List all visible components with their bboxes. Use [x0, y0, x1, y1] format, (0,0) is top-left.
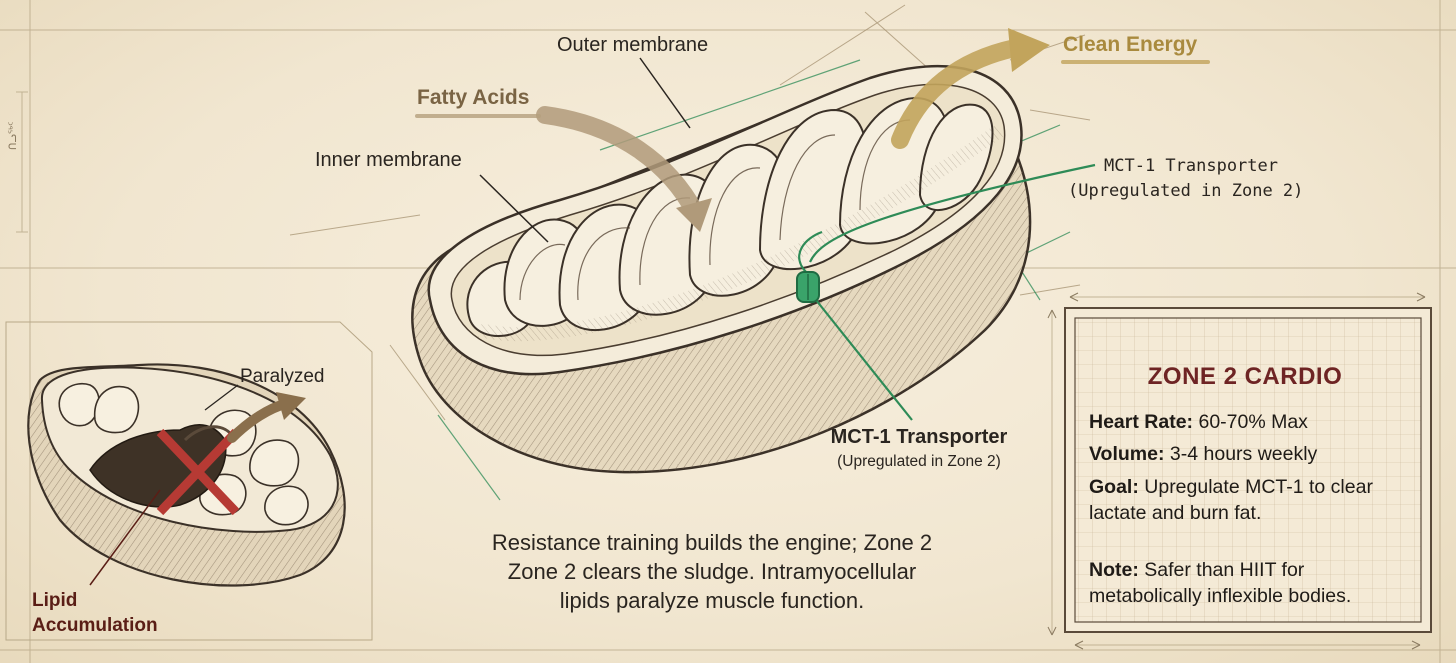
outer-membrane-label: Outer membrane [557, 34, 709, 56]
paralyzed-mitochondrion [5, 321, 373, 641]
mct1-callout-mono: MCT-1 Transporter (Upregulated in Zone 2… [1068, 154, 1303, 204]
clean-energy-label: Clean Energy [1063, 33, 1198, 56]
paralyzed-label: Paralyzed [240, 366, 325, 387]
clean-energy-arrowhead [1008, 28, 1050, 72]
caption-line3: lipids paralyze muscle function. [559, 588, 865, 613]
mct1-callout-line1: MCT-1 Transporter [1104, 156, 1278, 176]
label-underlines [415, 60, 1210, 118]
dimension-arrows [1047, 292, 1426, 650]
main-mitochondrion [411, 64, 1032, 474]
mct1-callout-main: MCT-1 Transporter (Upregulated in Zone 2… [804, 426, 1034, 471]
note-label: Note: [1089, 559, 1139, 581]
fatty-acids-arrowhead [676, 198, 712, 232]
lipid-accumulation-label: Lipid Accumulation [32, 588, 202, 638]
lipid-line2: Accumulation [32, 615, 158, 636]
clean-energy-arrow [891, 39, 1024, 149]
mct1-transporter [796, 163, 1096, 421]
volume-label: Volume: [1089, 443, 1165, 465]
zone-card-frame [1064, 307, 1432, 633]
note-line: Note: Safer than HIIT for metabolically … [1089, 557, 1419, 609]
heart-rate-line: Heart Rate: 60-70% Max [1089, 409, 1308, 435]
goal-value: Upregulate MCT-1 to clear lactate and bu… [1089, 476, 1373, 524]
red-cross-mark [156, 428, 240, 516]
volume-value: 3-4 hours weekly [1169, 443, 1318, 465]
zone2-cardio-card: ZONE 2 CARDIO Heart Rate: 60-70% Max Vol… [1072, 317, 1418, 622]
caption: Resistance training builds the engine; Z… [402, 528, 1022, 615]
caption-line1: Resistance training builds the engine; Z… [491, 530, 933, 555]
mct1-callout-line2: (Upregulated in Zone 2) [1068, 181, 1304, 201]
leader-lines [479, 57, 691, 243]
note-value: Safer than HIIT for metabolically inflex… [1089, 559, 1352, 607]
fatty-acids-label: Fatty Acids [417, 86, 530, 109]
volume-line: Volume: 3-4 hours weekly [1089, 441, 1317, 467]
construction-lines [289, 4, 1091, 421]
heart-rate-label: Heart Rate: [1089, 411, 1194, 433]
heart-rate-value: 60-70% Max [1198, 411, 1308, 433]
mct1-title: MCT-1 Transporter [830, 426, 1008, 448]
caption-line2: Zone 2 clears the sludge. Intramyocellul… [507, 559, 917, 584]
lipid-line1: Lipid [32, 590, 78, 611]
side-mark: ᑎᓗᖅᑦ [8, 121, 19, 150]
goal-label: Goal: [1089, 476, 1139, 498]
inner-membrane-label: Inner membrane [315, 149, 462, 171]
zone-card-title: ZONE 2 CARDIO [1147, 363, 1343, 390]
mct1-subtitle: (Upregulated in Zone 2) [837, 453, 1001, 470]
fatty-acids-arrow [536, 106, 704, 221]
goal-line: Goal: Upregulate MCT-1 to clear lactate … [1089, 474, 1409, 526]
